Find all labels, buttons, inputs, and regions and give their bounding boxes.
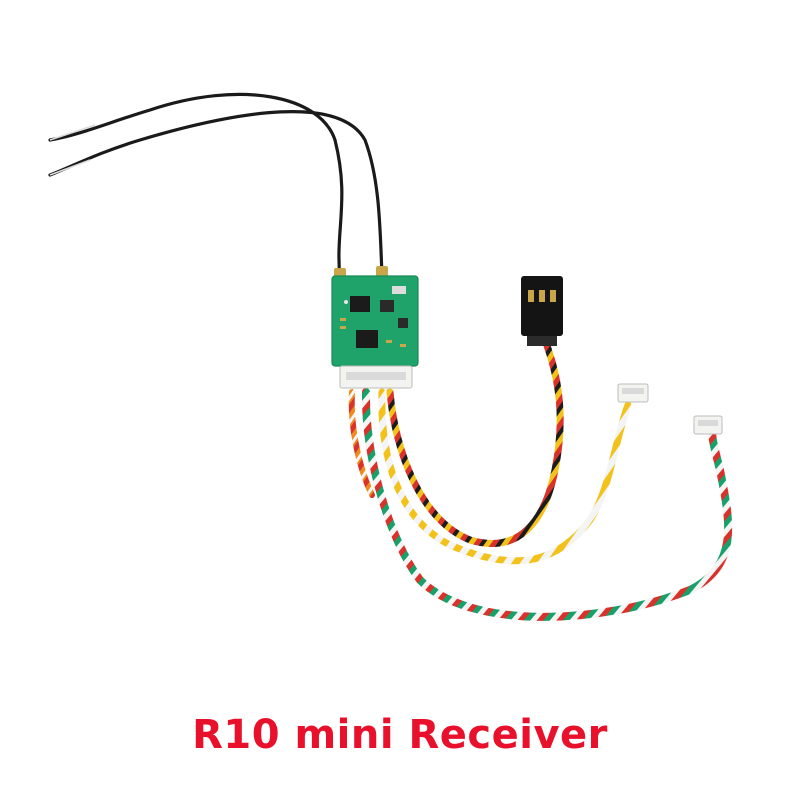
cable-telemetry-long xyxy=(361,388,733,621)
antenna-right xyxy=(48,110,388,280)
board-header-connector xyxy=(339,365,413,389)
receiver-photo xyxy=(48,92,733,621)
receiver-pcb xyxy=(331,275,419,367)
cable-short xyxy=(348,389,375,498)
product-caption: R10 mini Receiver xyxy=(192,712,608,758)
jst-connector-icon xyxy=(617,383,649,403)
jst-connector-2-icon xyxy=(693,415,723,435)
cable-yellow xyxy=(378,388,632,565)
cable-servo xyxy=(386,336,564,547)
servo-plug-icon xyxy=(521,276,563,346)
antenna-left xyxy=(48,92,346,282)
